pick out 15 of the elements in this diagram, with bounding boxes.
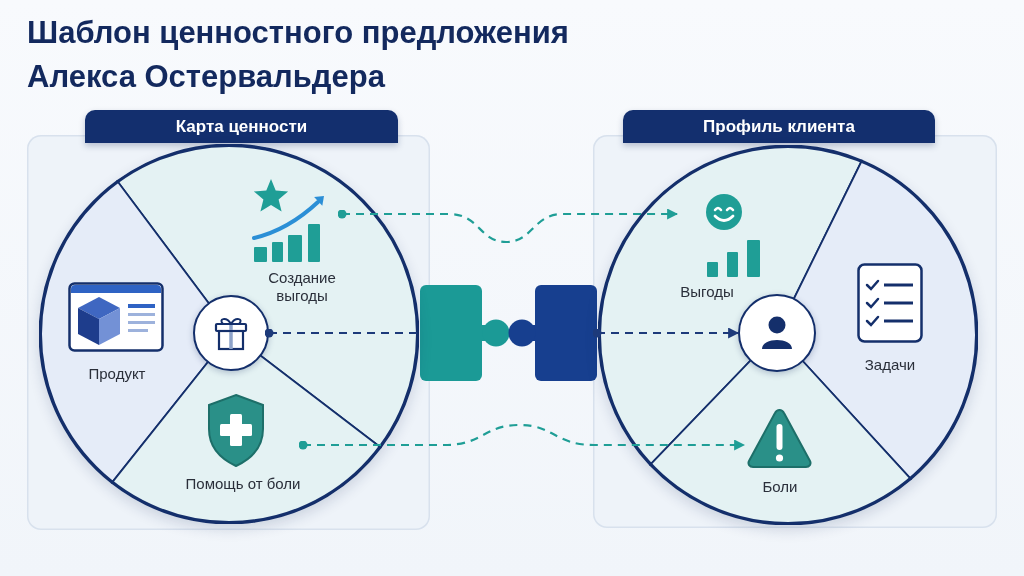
segment-label: Боли bbox=[762, 478, 798, 496]
dashed-arrow bbox=[298, 423, 746, 451]
panel-header: Карта ценности bbox=[85, 110, 398, 143]
segment-label: Создание выгоды bbox=[268, 269, 336, 305]
dashed-arrow bbox=[592, 327, 740, 339]
dashed-arrow bbox=[337, 208, 679, 244]
puzzle-piece bbox=[420, 285, 510, 381]
panel-header: Профиль клиента bbox=[623, 110, 935, 143]
segment-label: Продукт bbox=[88, 365, 146, 383]
segment-label: Выгоды bbox=[680, 283, 734, 301]
title: Шаблон ценностного предложения Алекса Остервальдера bbox=[27, 14, 570, 96]
dashed-connector bbox=[264, 328, 420, 338]
puzzle-piece bbox=[508, 285, 597, 381]
segment-label: Задачи bbox=[864, 356, 916, 374]
segment-label: Помощь от боли bbox=[185, 475, 301, 493]
